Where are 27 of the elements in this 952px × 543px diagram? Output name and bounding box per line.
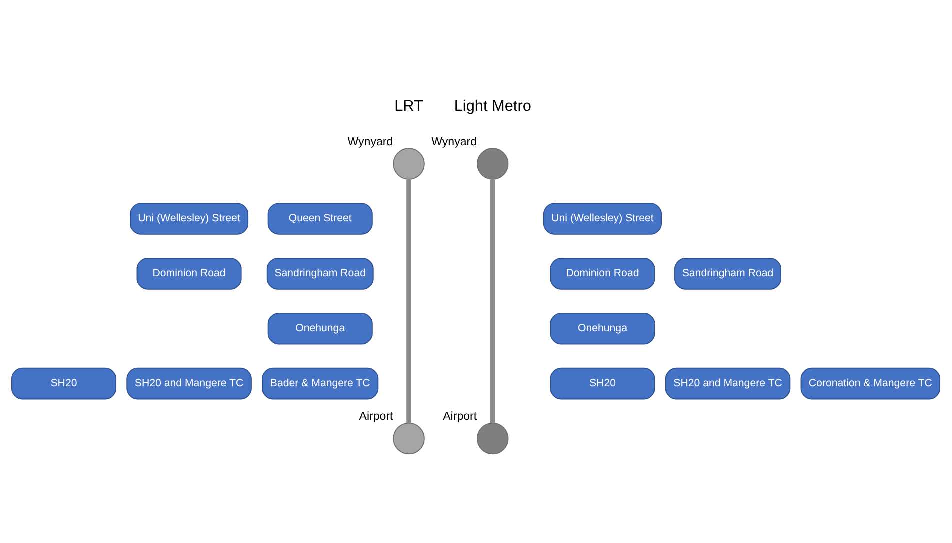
label: LRT	[394, 97, 424, 114]
node-box: Uni (Wellesley) Street	[130, 202, 249, 234]
node-circle	[393, 422, 425, 454]
node-box: SH20 and Mangere TC	[126, 367, 252, 400]
node-box: Bader & Mangere TC	[262, 367, 379, 400]
node-box: SH20	[550, 367, 656, 400]
node-circle	[476, 148, 509, 180]
node-box: Onehunga	[550, 312, 656, 344]
node-box: Dominion Road	[136, 258, 242, 290]
node-box: Coronation & Mangere TC	[800, 367, 941, 400]
node-label: Airport	[359, 410, 394, 423]
node-box: SH20 and Mangere TC	[665, 367, 791, 400]
node-box: Sandringham Road	[674, 258, 782, 290]
node-box: Queen Street	[268, 202, 373, 234]
node-box: Uni (Wellesley) Street	[543, 202, 662, 234]
node-circle	[476, 422, 509, 454]
node-box: Dominion Road	[550, 258, 656, 290]
node-label: Wynyard	[432, 136, 478, 148]
node-box: Sandringham Road	[266, 258, 374, 290]
node-label: Airport	[443, 410, 478, 423]
connector	[490, 179, 496, 423]
node-box: Onehunga	[268, 312, 373, 344]
node-circle	[393, 148, 425, 180]
connector	[406, 179, 412, 423]
label: Light Metro	[454, 97, 532, 114]
node-box: SH20	[11, 367, 117, 400]
node-label: Wynyard	[348, 136, 394, 148]
